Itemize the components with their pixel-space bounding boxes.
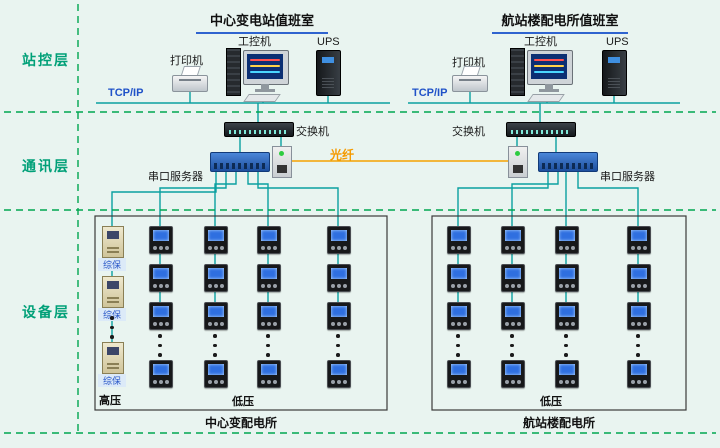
industrial-pc-icon	[510, 48, 576, 102]
power-meter	[204, 360, 228, 388]
power-meter	[627, 226, 651, 254]
wire-serial-col2-left	[214, 170, 237, 330]
power-meter	[627, 302, 651, 330]
power-meter	[501, 360, 525, 388]
substation-caption-left: 中心变配电所	[204, 416, 277, 430]
protection-relay-icon	[102, 226, 124, 258]
serial-server-icon	[210, 152, 270, 172]
power-meter	[501, 302, 525, 330]
wire-serial-col2-right	[511, 170, 559, 330]
lv-label-left: 低压	[232, 396, 254, 408]
printer-icon	[172, 66, 208, 92]
lan-wires	[96, 92, 680, 344]
pc-label-right: 工控机	[524, 36, 557, 48]
power-meter	[555, 302, 579, 330]
ellipsis-dots	[266, 334, 270, 363]
power-meter	[447, 302, 471, 330]
power-meter	[204, 264, 228, 292]
ellipsis-dots	[456, 334, 460, 363]
serial-label-right: 串口服务器	[600, 171, 655, 183]
pc-label-left: 工控机	[238, 36, 271, 48]
power-meter	[447, 226, 471, 254]
power-meter	[447, 264, 471, 292]
printer-label-left: 打印机	[170, 55, 203, 67]
protection-label: 综保	[98, 258, 126, 271]
power-meter	[501, 226, 525, 254]
fiber-converter-icon	[508, 146, 528, 178]
power-meter	[627, 360, 651, 388]
ellipsis-dots	[110, 316, 114, 345]
power-meter	[149, 360, 173, 388]
power-meter	[257, 302, 281, 330]
protection-relay-icon	[102, 276, 124, 308]
power-meter	[149, 226, 173, 254]
power-meter	[627, 264, 651, 292]
power-meter	[327, 226, 351, 254]
power-meter	[257, 264, 281, 292]
ethernet-switch-icon	[224, 122, 294, 137]
hv-label-left: 高压	[99, 395, 121, 407]
ups-label-right: UPS	[606, 36, 629, 48]
wire-serial-col4-left	[257, 170, 339, 330]
cabinet-box-right	[431, 215, 687, 411]
lv-label-right: 低压	[540, 396, 562, 408]
room-title-right: 航站楼配电所值班室	[492, 10, 628, 34]
ellipsis-dots	[564, 334, 568, 363]
power-meter	[204, 302, 228, 330]
power-meter	[447, 360, 471, 388]
power-meter	[555, 264, 579, 292]
serial-server-icon	[538, 152, 598, 172]
ellipsis-dots	[636, 334, 640, 363]
room-title-left: 中心变电站值班室	[196, 10, 328, 34]
layer-label-station: 站控层	[22, 52, 70, 68]
switch-label-right: 交换机	[452, 126, 485, 138]
power-meter	[257, 226, 281, 254]
power-meter	[555, 226, 579, 254]
wire-serial-col1-right	[457, 170, 549, 330]
cabinet-outlines	[94, 215, 687, 411]
tcpip-label-right: TCP/IP	[412, 87, 448, 99]
ethernet-switch-icon	[506, 122, 576, 137]
power-meter	[501, 264, 525, 292]
power-meter	[327, 360, 351, 388]
ups-icon	[316, 50, 341, 96]
power-meter	[204, 226, 228, 254]
industrial-pc-icon	[226, 48, 292, 102]
ellipsis-dots	[213, 334, 217, 363]
power-meter	[555, 360, 579, 388]
cabinet-box-left	[94, 215, 388, 411]
power-meter	[327, 302, 351, 330]
fiber-label: 光纤	[330, 148, 355, 162]
substation-caption-right: 航站楼配电所	[522, 416, 595, 430]
ellipsis-dots	[336, 334, 340, 363]
protection-label: 综保	[98, 308, 126, 321]
tcpip-label-left: TCP/IP	[108, 87, 144, 99]
wire-serial-col4-right	[577, 170, 639, 330]
power-meter	[327, 264, 351, 292]
protection-label: 综保	[98, 374, 126, 387]
ups-label-left: UPS	[317, 36, 340, 48]
power-meter	[149, 264, 173, 292]
layer-separators	[4, 4, 716, 434]
switch-label-left: 交换机	[296, 126, 329, 138]
fiber-converter-icon	[272, 146, 292, 178]
ellipsis-dots	[158, 334, 162, 363]
layer-label-comm: 通讯层	[22, 158, 70, 174]
power-meter	[257, 360, 281, 388]
serial-label-left: 串口服务器	[148, 171, 203, 183]
printer-icon	[452, 66, 488, 92]
ups-icon	[602, 50, 627, 96]
ellipsis-dots	[510, 334, 514, 363]
wire-serial-col1-left	[159, 170, 227, 330]
protection-relay-icon	[102, 342, 124, 374]
power-meter	[149, 302, 173, 330]
layer-label-device: 设备层	[22, 304, 70, 320]
